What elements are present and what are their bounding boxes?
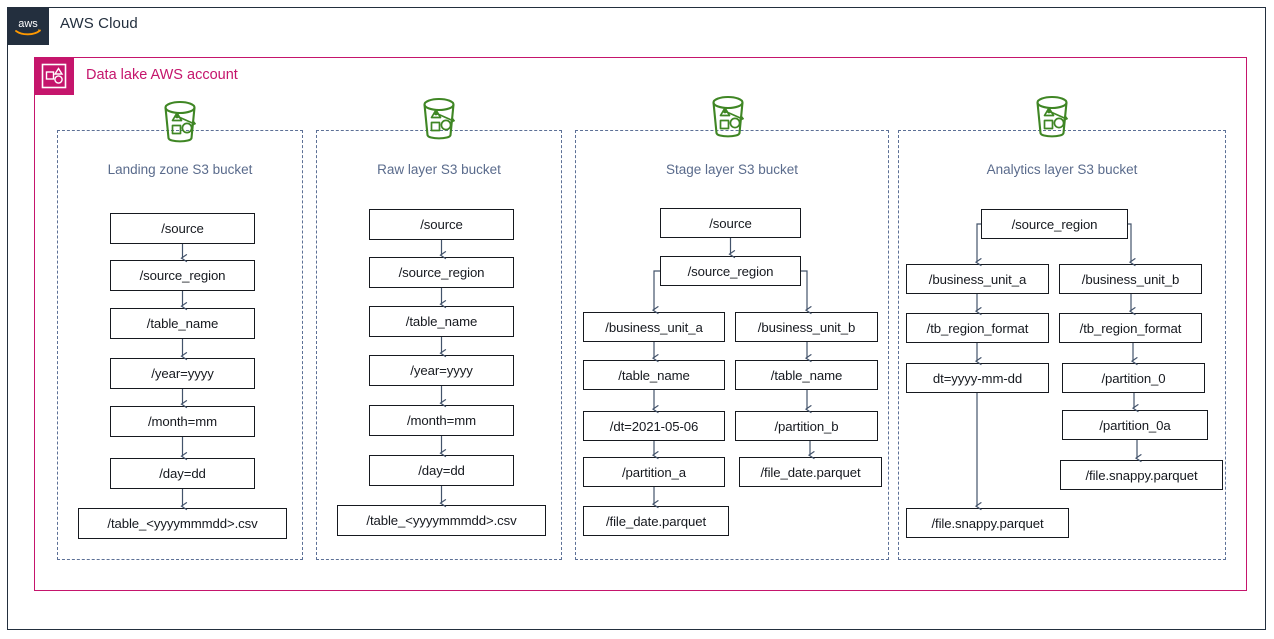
node-rw-3[interactable]: /table_name bbox=[369, 306, 514, 337]
node-st-b3[interactable]: /partition_b bbox=[735, 411, 878, 441]
aws-account-icon bbox=[34, 57, 74, 95]
node-st-a3[interactable]: /dt=2021-05-06 bbox=[583, 411, 725, 441]
group-raw-layer bbox=[316, 130, 562, 560]
group-stage-layer bbox=[575, 130, 889, 560]
node-st-b1[interactable]: /business_unit_b bbox=[735, 312, 878, 342]
group-raw-layer-title: Raw layer S3 bucket bbox=[377, 162, 501, 177]
node-rw-7[interactable]: /table_<yyyymmmdd>.csv bbox=[337, 505, 546, 536]
node-rw-6[interactable]: /day=dd bbox=[369, 455, 514, 486]
node-lz-1[interactable]: /source bbox=[110, 213, 255, 244]
s3-bucket-icon bbox=[700, 92, 756, 144]
node-st-a2[interactable]: /table_name bbox=[583, 360, 725, 390]
group-landing-zone-title: Landing zone S3 bucket bbox=[107, 162, 253, 177]
node-an-b4[interactable]: /partition_0a bbox=[1062, 410, 1208, 440]
aws-cloud-title: AWS Cloud bbox=[60, 15, 138, 32]
node-an-a1[interactable]: /business_unit_a bbox=[906, 264, 1049, 294]
node-st-b2[interactable]: /table_name bbox=[735, 360, 878, 390]
node-an-a3[interactable]: dt=yyyy-mm-dd bbox=[906, 363, 1049, 393]
node-lz-7[interactable]: /table_<yyyymmmdd>.csv bbox=[78, 508, 287, 539]
node-rw-2[interactable]: /source_region bbox=[369, 257, 514, 288]
node-an-b1[interactable]: /business_unit_b bbox=[1059, 264, 1202, 294]
node-an-b5[interactable]: /file.snappy.parquet bbox=[1060, 460, 1223, 490]
node-st-1[interactable]: /source bbox=[660, 208, 801, 238]
node-an-b3[interactable]: /partition_0 bbox=[1062, 363, 1205, 393]
group-landing-zone bbox=[57, 130, 303, 560]
node-lz-2[interactable]: /source_region bbox=[110, 260, 255, 291]
svg-text:aws: aws bbox=[18, 18, 38, 30]
node-an-1[interactable]: /source_region bbox=[981, 209, 1128, 239]
s3-bucket-icon bbox=[152, 97, 208, 149]
node-an-a2[interactable]: /tb_region_format bbox=[906, 313, 1049, 343]
node-rw-4[interactable]: /year=yyyy bbox=[369, 355, 514, 386]
node-st-2[interactable]: /source_region bbox=[660, 256, 801, 286]
s3-bucket-icon bbox=[411, 94, 467, 146]
node-lz-5[interactable]: /month=mm bbox=[110, 406, 255, 437]
data-lake-account-title: Data lake AWS account bbox=[86, 67, 238, 83]
node-lz-4[interactable]: /year=yyyy bbox=[110, 358, 255, 389]
node-rw-1[interactable]: /source bbox=[369, 209, 514, 240]
group-analytics-layer-title: Analytics layer S3 bucket bbox=[986, 162, 1138, 177]
node-st-a1[interactable]: /business_unit_a bbox=[583, 312, 725, 342]
node-st-a4[interactable]: /partition_a bbox=[583, 457, 725, 487]
node-st-b4[interactable]: /file_date.parquet bbox=[739, 457, 882, 487]
aws-logo-icon: aws bbox=[7, 7, 49, 45]
node-st-a5[interactable]: /file_date.parquet bbox=[583, 506, 729, 536]
node-lz-6[interactable]: /day=dd bbox=[110, 458, 255, 489]
node-lz-3[interactable]: /table_name bbox=[110, 308, 255, 339]
node-an-b2[interactable]: /tb_region_format bbox=[1059, 313, 1202, 343]
node-rw-5[interactable]: /month=mm bbox=[369, 405, 514, 436]
node-an-a4[interactable]: /file.snappy.parquet bbox=[906, 508, 1069, 538]
group-analytics-layer bbox=[898, 130, 1226, 560]
group-stage-layer-title: Stage layer S3 bucket bbox=[665, 162, 799, 177]
s3-bucket-icon bbox=[1024, 92, 1080, 144]
